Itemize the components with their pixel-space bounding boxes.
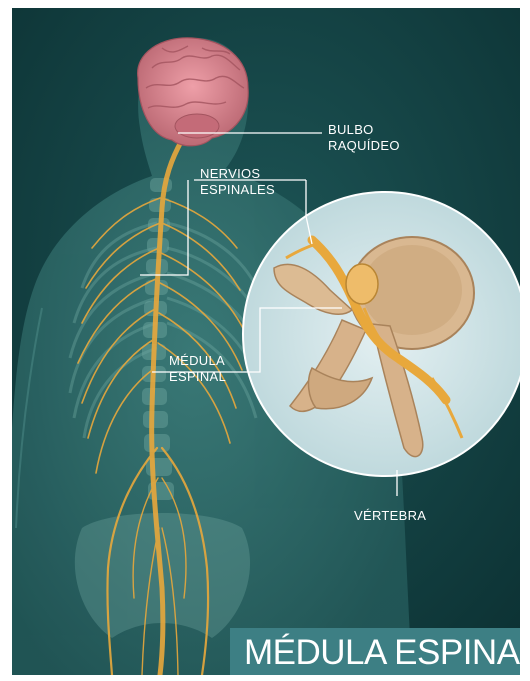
- brain: [138, 38, 249, 146]
- title-banner: MÉDULA ESPINAL: [230, 628, 520, 675]
- label-bulbo-raquideo: BULBO RAQUÍDEO: [328, 122, 400, 154]
- illustration-frame: BULBO RAQUÍDEO NERVIOS ESPINALES MÉDULA …: [12, 8, 520, 675]
- label-vertebra: VÉRTEBRA: [354, 508, 426, 524]
- banner-title: MÉDULA ESPINAL: [244, 633, 520, 673]
- vertebra-inset: [243, 192, 520, 476]
- label-nervios-espinales: NERVIOS ESPINALES: [200, 166, 275, 198]
- label-medula-espinal: MÉDULA ESPINAL: [169, 353, 226, 385]
- anatomy-illustration: [12, 8, 520, 675]
